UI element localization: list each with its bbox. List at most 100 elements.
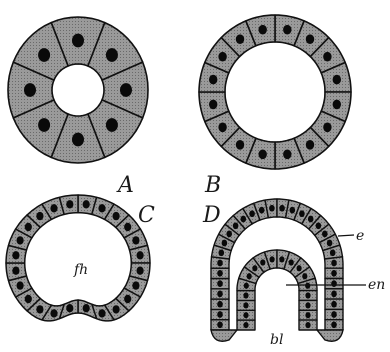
nucleus xyxy=(72,34,84,48)
nucleus xyxy=(12,251,19,259)
nucleus xyxy=(269,205,275,212)
nucleus xyxy=(217,260,223,267)
nucleus xyxy=(306,140,314,150)
cell xyxy=(317,330,343,341)
label-bl: bl xyxy=(270,332,283,348)
nucleus xyxy=(137,251,144,259)
nucleus xyxy=(12,267,19,275)
nucleus xyxy=(331,260,337,267)
nucleus xyxy=(305,312,310,318)
nucleus xyxy=(113,212,120,220)
nucleus xyxy=(132,236,139,244)
panel-c-vesicle xyxy=(6,195,150,321)
nucleus xyxy=(83,200,90,208)
nucleus xyxy=(50,309,57,317)
nucleus xyxy=(217,311,223,318)
nucleus xyxy=(305,322,310,328)
label-en: en xyxy=(368,277,385,293)
label-b: B xyxy=(204,173,221,198)
nucleus xyxy=(106,48,118,62)
nucleus xyxy=(209,75,217,85)
nucleus xyxy=(98,309,105,317)
nucleus xyxy=(72,133,84,147)
panel-d-gastrula xyxy=(211,199,343,341)
nucleus xyxy=(137,267,144,275)
nucleus xyxy=(38,48,50,62)
nucleus xyxy=(297,265,302,271)
nucleus xyxy=(330,249,336,256)
nucleus xyxy=(323,52,331,62)
nucleus xyxy=(106,118,118,132)
nucleus xyxy=(259,149,267,159)
label-a: A xyxy=(116,173,134,198)
nucleus xyxy=(259,207,265,214)
nucleus xyxy=(226,231,232,238)
label-d: D xyxy=(202,203,221,228)
leader-e xyxy=(338,235,354,236)
cell xyxy=(211,330,237,341)
label-c: C xyxy=(138,203,155,228)
nucleus xyxy=(217,270,223,277)
nucleus xyxy=(50,204,57,212)
nucleus xyxy=(305,302,310,308)
nucleus xyxy=(98,204,105,212)
nucleus xyxy=(327,240,333,247)
nucleus xyxy=(218,52,226,62)
nucleus xyxy=(25,295,32,303)
nucleus xyxy=(236,34,244,44)
nucleus xyxy=(132,281,139,289)
nucleus xyxy=(222,240,228,247)
nucleus xyxy=(279,205,285,212)
nucleus xyxy=(249,210,255,217)
nucleus xyxy=(302,273,307,279)
nucleus xyxy=(66,304,73,312)
nucleus xyxy=(289,259,294,265)
nucleus xyxy=(124,295,131,303)
nucleus xyxy=(243,302,248,308)
panel-a-morula xyxy=(8,17,148,163)
nucleus xyxy=(83,304,90,312)
nucleus xyxy=(331,311,337,318)
nucleus xyxy=(24,83,36,97)
nucleus xyxy=(305,292,310,298)
nucleus xyxy=(218,122,226,132)
nucleus xyxy=(36,305,43,313)
nucleus xyxy=(36,212,43,220)
nucleus xyxy=(243,322,248,328)
nucleus xyxy=(25,223,32,231)
nucleus xyxy=(283,25,291,35)
nucleus xyxy=(217,280,223,287)
nucleus xyxy=(331,291,337,298)
nucleus xyxy=(299,210,305,217)
nucleus xyxy=(331,280,337,287)
nucleus xyxy=(209,100,217,110)
nucleus xyxy=(270,256,275,262)
nucleus xyxy=(259,25,267,35)
nucleus xyxy=(252,265,257,271)
nucleus xyxy=(17,281,24,289)
nucleus xyxy=(244,283,249,289)
nucleus xyxy=(217,301,223,308)
nucleus xyxy=(217,321,223,328)
nucleus xyxy=(120,83,132,97)
nucleus xyxy=(331,321,337,328)
nucleus xyxy=(308,216,314,223)
label-fh: fh xyxy=(73,262,88,278)
nucleus xyxy=(66,200,73,208)
nucleus xyxy=(333,100,341,110)
nucleus xyxy=(113,305,120,313)
nucleus xyxy=(279,256,284,262)
nucleus xyxy=(219,249,225,256)
nucleus xyxy=(316,222,322,229)
nucleus xyxy=(331,270,337,277)
nucleus xyxy=(305,283,310,289)
nucleus xyxy=(247,273,252,279)
nucleus xyxy=(217,291,223,298)
nucleus xyxy=(290,207,296,214)
nucleus xyxy=(322,231,328,238)
nucleus xyxy=(17,236,24,244)
nucleus xyxy=(283,149,291,159)
nucleus xyxy=(241,216,247,223)
